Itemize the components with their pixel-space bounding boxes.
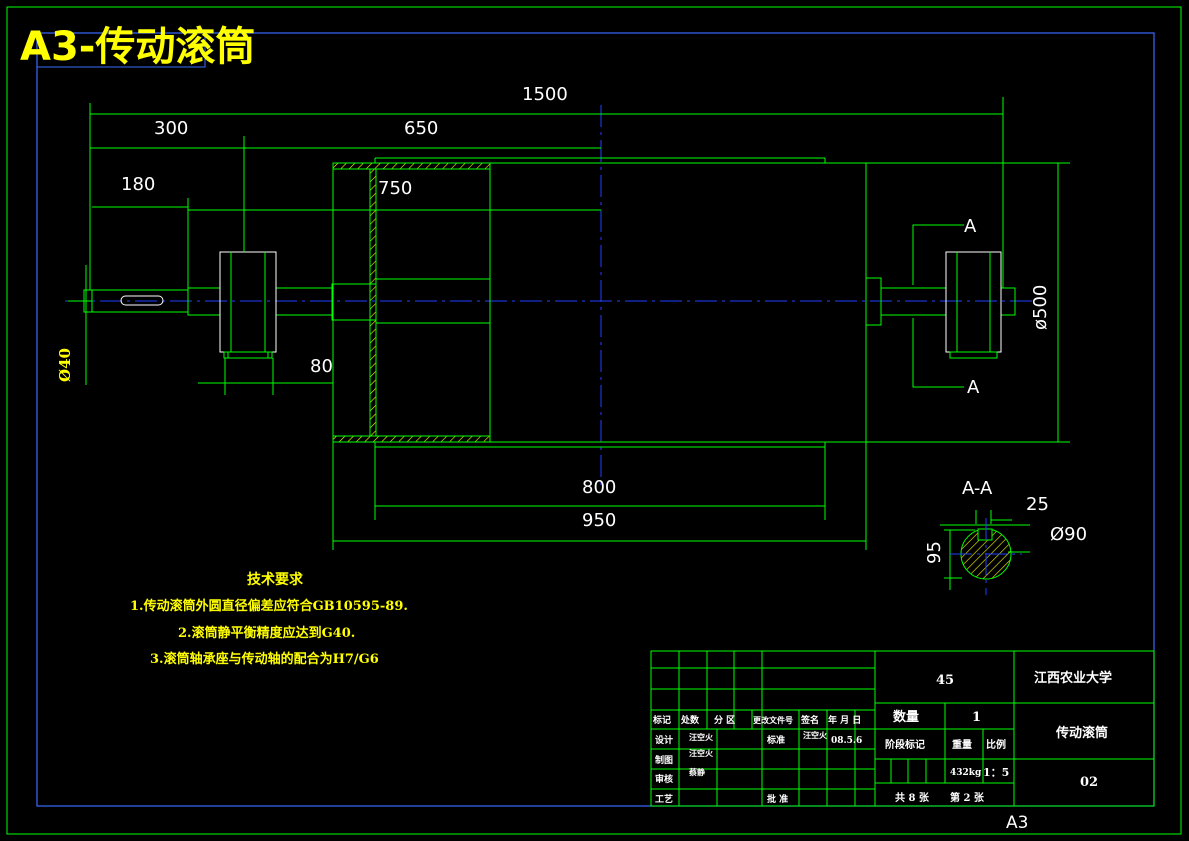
- svg-text:工艺: 工艺: [655, 793, 673, 805]
- svg-text:更改文件号: 更改文件号: [753, 715, 793, 725]
- svg-text:传动滚筒: 传动滚筒: [1055, 725, 1108, 741]
- dim-300: 300: [154, 118, 188, 139]
- svg-text:标记: 标记: [652, 714, 671, 726]
- svg-text:第 2 张: 第 2 张: [950, 791, 985, 804]
- svg-text:432kg: 432kg: [950, 768, 982, 778]
- svg-text:签名: 签名: [800, 714, 819, 726]
- svg-text:45: 45: [936, 673, 954, 688]
- svg-text:1: 1: [972, 710, 981, 725]
- inner-frame: [36, 32, 1155, 807]
- sheet-size-label: A3: [1006, 813, 1028, 833]
- dim-950: 950: [582, 510, 616, 531]
- dim-180: 180: [121, 174, 155, 195]
- svg-text:比例: 比例: [986, 738, 1006, 751]
- section-a-a-view: A-A 25 Ø90 95: [924, 478, 1087, 595]
- svg-text:3.滚筒轴承座与传动轴的配合为H7/G6: 3.滚筒轴承座与传动轴的配合为H7/G6: [150, 651, 379, 667]
- dim-40: Ø40: [56, 348, 74, 382]
- dimension-lines: [68, 97, 1070, 550]
- svg-text:制图: 制图: [655, 754, 673, 766]
- svg-text:2.滚筒静平衡精度应达到G40.: 2.滚筒静平衡精度应达到G40.: [178, 625, 355, 641]
- svg-text:A: A: [964, 216, 977, 237]
- svg-text:江西农业大学: 江西农业大学: [1034, 670, 1112, 686]
- svg-text:年 月 日: 年 月 日: [828, 714, 861, 726]
- right-bearing-housing: [945, 251, 1002, 359]
- svg-text:A: A: [967, 377, 980, 398]
- svg-text:08.5.6: 08.5.6: [831, 736, 862, 746]
- svg-text:重量: 重量: [952, 738, 972, 751]
- svg-text:25: 25: [1026, 494, 1049, 515]
- dim-500: ø500: [1030, 285, 1051, 330]
- title-block: 标记 处数 分 区 更改文件号 签名 年 月 日 设计 制图 审核 工艺 汪空火…: [650, 650, 1155, 807]
- technical-notes: 技术要求 1.传动滚筒外圆直径偏差应符合GB10595-89. 2.滚筒静平衡精…: [130, 571, 408, 667]
- svg-text:汪空火: 汪空火: [689, 732, 714, 742]
- svg-text:汪空火: 汪空火: [803, 730, 828, 740]
- svg-text:95: 95: [924, 541, 945, 564]
- section-cut-markers: A A: [912, 216, 980, 398]
- svg-text:技术要求: 技术要求: [247, 571, 304, 588]
- svg-text:蔡静: 蔡静: [688, 767, 705, 777]
- dim-650: 650: [404, 118, 438, 139]
- dim-750: 750: [378, 178, 412, 199]
- svg-text:审核: 审核: [655, 773, 673, 785]
- svg-text:汪空火: 汪空火: [689, 748, 714, 758]
- dim-800: 800: [582, 477, 616, 498]
- drawing-title: A3-传动滚筒: [20, 24, 255, 70]
- svg-text:分 区: 分 区: [714, 714, 735, 726]
- svg-text:设计: 设计: [655, 734, 673, 746]
- svg-text:标准: 标准: [766, 734, 785, 746]
- dim-80: 80: [310, 356, 333, 377]
- svg-text:A-A: A-A: [962, 478, 993, 499]
- svg-text:共 8 张: 共 8 张: [895, 791, 930, 804]
- svg-text:批 准: 批 准: [767, 793, 788, 805]
- svg-text:阶段标记: 阶段标记: [885, 738, 925, 751]
- svg-text:02: 02: [1080, 775, 1098, 790]
- dim-1500: 1500: [522, 84, 568, 105]
- title-frame: [36, 32, 206, 68]
- svg-text:数量: 数量: [893, 709, 919, 725]
- svg-text:1.传动滚筒外圆直径偏差应符合GB10595-89.: 1.传动滚筒外圆直径偏差应符合GB10595-89.: [130, 598, 408, 614]
- left-bearing-housing: [219, 251, 277, 359]
- outer-border: [6, 6, 1182, 835]
- left-shaft: [83, 283, 377, 321]
- svg-text:1：5: 1：5: [983, 766, 1009, 779]
- svg-text:处数: 处数: [680, 714, 700, 726]
- drum-body: [332, 157, 867, 448]
- svg-text:Ø90: Ø90: [1050, 524, 1087, 545]
